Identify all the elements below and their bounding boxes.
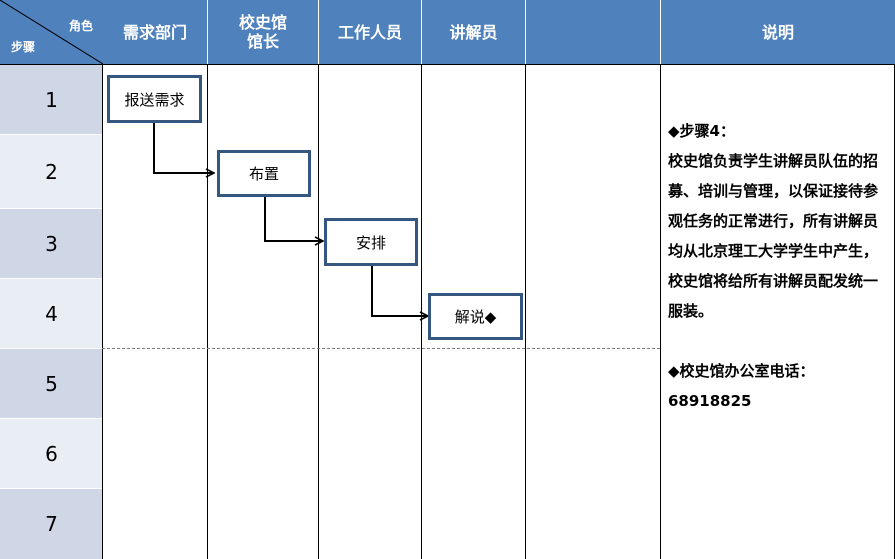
step-row-6: 6 [0,418,103,488]
step-row-4: 4 [0,278,103,348]
lane-divider [207,64,208,559]
lane-divider [660,64,661,559]
lane-divider [318,64,319,559]
process-box-guide-explain: 解说◆ [428,293,523,340]
column-header-empty [526,0,661,64]
corner-header: 角色 步骤 [0,0,103,64]
lane-divider [525,64,526,559]
process-box-submit-request: 报送需求 [107,75,202,123]
arrow-arrange-to-schedule [264,197,323,241]
arrow-schedule-to-guide [371,266,428,316]
process-box-arrange: 布置 [217,150,311,197]
column-header-museum-director: 校史馆 馆长 [208,0,319,64]
step-row-7: 7 [0,488,103,559]
lane-divider [102,64,103,559]
diagonal-divider [0,0,103,64]
column-header-description: 说明 [661,0,895,64]
process-box-schedule: 安排 [324,218,418,266]
column-header-guide: 讲解员 [422,0,526,64]
step-title: ◆步骤4： [668,122,735,140]
step-row-5: 5 [0,348,103,418]
step-row-3: 3 [0,208,103,278]
phone-number: 68918825 [668,392,752,410]
step-label: 步骤 [11,40,36,54]
description-panel: ◆步骤4： 校史馆负责学生讲解员队伍的招募、培训与管理，以保证接待参观任务的正常… [668,116,890,416]
column-header-demand-dept: 需求部门 [103,0,208,64]
step-description: 校史馆负责学生讲解员队伍的招募、培训与管理，以保证接待参观任务的正常进行，所有讲… [668,152,879,320]
phone-title: ◆校史馆办公室电话： [668,362,815,380]
dashed-separator [102,348,660,349]
step-row-2: 2 [0,134,103,208]
arrow-submit-to-arrange [153,123,214,173]
column-header-staff: 工作人员 [319,0,422,64]
role-label: 角色 [68,19,93,33]
header-bottom-border [0,64,895,65]
step-row-1: 1 [0,64,103,134]
